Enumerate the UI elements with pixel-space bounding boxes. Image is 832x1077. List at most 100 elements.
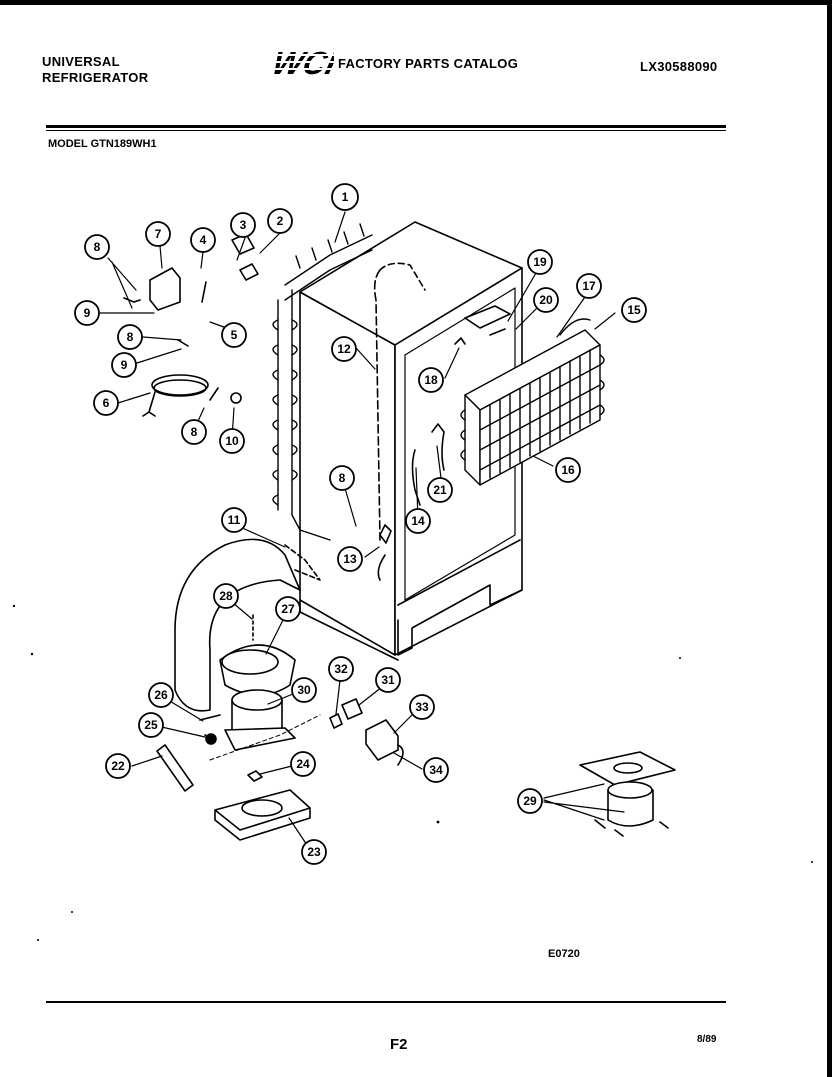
svg-text:27: 27 (281, 602, 295, 616)
callout-9b: 9 (111, 352, 137, 378)
callout-7: 7 (145, 221, 171, 247)
callout-20: 20 (533, 287, 559, 313)
diagram-code: E0720 (548, 948, 580, 960)
svg-text:16: 16 (561, 463, 575, 477)
callout-32: 32 (328, 656, 354, 682)
svg-text:5: 5 (231, 328, 238, 342)
condenser-coil (272, 223, 373, 541)
svg-text:31: 31 (381, 673, 395, 687)
callout-30: 30 (291, 677, 317, 703)
svg-text:8: 8 (94, 240, 101, 254)
callout-13: 13 (337, 546, 363, 572)
svg-text:10: 10 (225, 434, 239, 448)
catalog-title: FACTORY PARTS CATALOG (338, 56, 519, 71)
svg-text:8: 8 (191, 425, 198, 439)
svg-text:4: 4 (200, 233, 207, 247)
svg-text:29: 29 (523, 794, 537, 808)
drain-pan (219, 644, 296, 696)
svg-text:19: 19 (533, 255, 547, 269)
callout-4: 4 (190, 227, 216, 253)
cord-bracket (149, 267, 181, 311)
callout-14: 14 (405, 508, 431, 534)
svg-text:20: 20 (539, 293, 553, 307)
svg-text:6: 6 (103, 396, 110, 410)
air-duct (174, 538, 321, 712)
callout-8a: 8 (84, 234, 110, 260)
evaporator (460, 318, 605, 486)
page-border-top (0, 0, 832, 5)
svg-text:26: 26 (154, 688, 168, 702)
callout-11: 11 (221, 507, 247, 533)
compressor-mount-base (214, 789, 311, 841)
brand-name: UNIVERSAL REFRIGERATOR (42, 54, 149, 85)
temperature-control (464, 305, 511, 329)
svg-text:12: 12 (337, 342, 351, 356)
svg-text:14: 14 (411, 514, 425, 528)
svg-text:22: 22 (111, 759, 125, 773)
svg-text:11: 11 (228, 513, 241, 527)
svg-text:2: 2 (277, 214, 284, 228)
callout-10: 10 (219, 428, 245, 454)
callout-3: 3 (230, 212, 256, 238)
header-rule (46, 125, 726, 128)
callout-33: 33 (409, 694, 435, 720)
svg-text:7: 7 (155, 227, 162, 241)
callout-16: 16 (555, 457, 581, 483)
svg-text:3: 3 (240, 218, 247, 232)
svg-text:1: 1 (342, 190, 349, 204)
callout-2: 2 (267, 208, 293, 234)
capacitor (365, 719, 399, 761)
callout-1: 1 (331, 183, 359, 211)
svg-text:13: 13 (343, 552, 357, 566)
callout-17: 17 (576, 273, 602, 299)
svg-text:8: 8 (339, 471, 346, 485)
defrost-thermostat (377, 524, 392, 581)
catalog-number: LX30588090 (640, 59, 718, 74)
callout-8b: 8 (117, 324, 143, 350)
callout-28: 28 (213, 583, 239, 609)
drain-tube (373, 269, 381, 541)
defrost-heater-wire (411, 449, 421, 506)
svg-text:30: 30 (297, 683, 311, 697)
svg-text:21: 21 (433, 483, 447, 497)
page-number: F2 (390, 1036, 408, 1053)
callout-34: 34 (423, 757, 449, 783)
callout-24: 24 (290, 751, 316, 777)
svg-text:34: 34 (429, 763, 443, 777)
svg-text:32: 32 (334, 662, 348, 676)
header-rule-thin (46, 130, 726, 131)
scan-specks (12, 604, 813, 941)
callout-5: 5 (221, 322, 247, 348)
callout-18: 18 (418, 367, 444, 393)
callout-27: 27 (275, 596, 301, 622)
svg-text:15: 15 (627, 303, 641, 317)
callout-26: 26 (148, 682, 174, 708)
callout-21: 21 (427, 477, 453, 503)
relay (341, 698, 363, 720)
callout-23: 23 (301, 839, 327, 865)
wci-logo: WCI (270, 45, 334, 78)
svg-text:9: 9 (84, 306, 91, 320)
svg-text:33: 33 (415, 700, 429, 714)
callout-12: 12 (331, 336, 357, 362)
catalog-date: 8/89 (697, 1034, 717, 1045)
callout-9a: 9 (74, 300, 100, 326)
svg-text:25: 25 (144, 718, 158, 732)
callout-29: 29 (517, 788, 543, 814)
svg-text:8: 8 (127, 330, 134, 344)
callout-8d: 8 (329, 465, 355, 491)
callout-6: 6 (93, 390, 119, 416)
svg-text:24: 24 (296, 757, 310, 771)
callout-19: 19 (527, 249, 553, 275)
svg-text:28: 28 (219, 589, 233, 603)
svg-text:23: 23 (307, 845, 321, 859)
callout-31: 31 (375, 667, 401, 693)
compressor (224, 689, 296, 751)
callout-15: 15 (621, 297, 647, 323)
overload (329, 713, 343, 729)
svg-text:9: 9 (121, 358, 128, 372)
page-border-right (827, 0, 832, 1077)
callout-22: 22 (105, 753, 131, 779)
callout-25: 25 (138, 712, 164, 738)
